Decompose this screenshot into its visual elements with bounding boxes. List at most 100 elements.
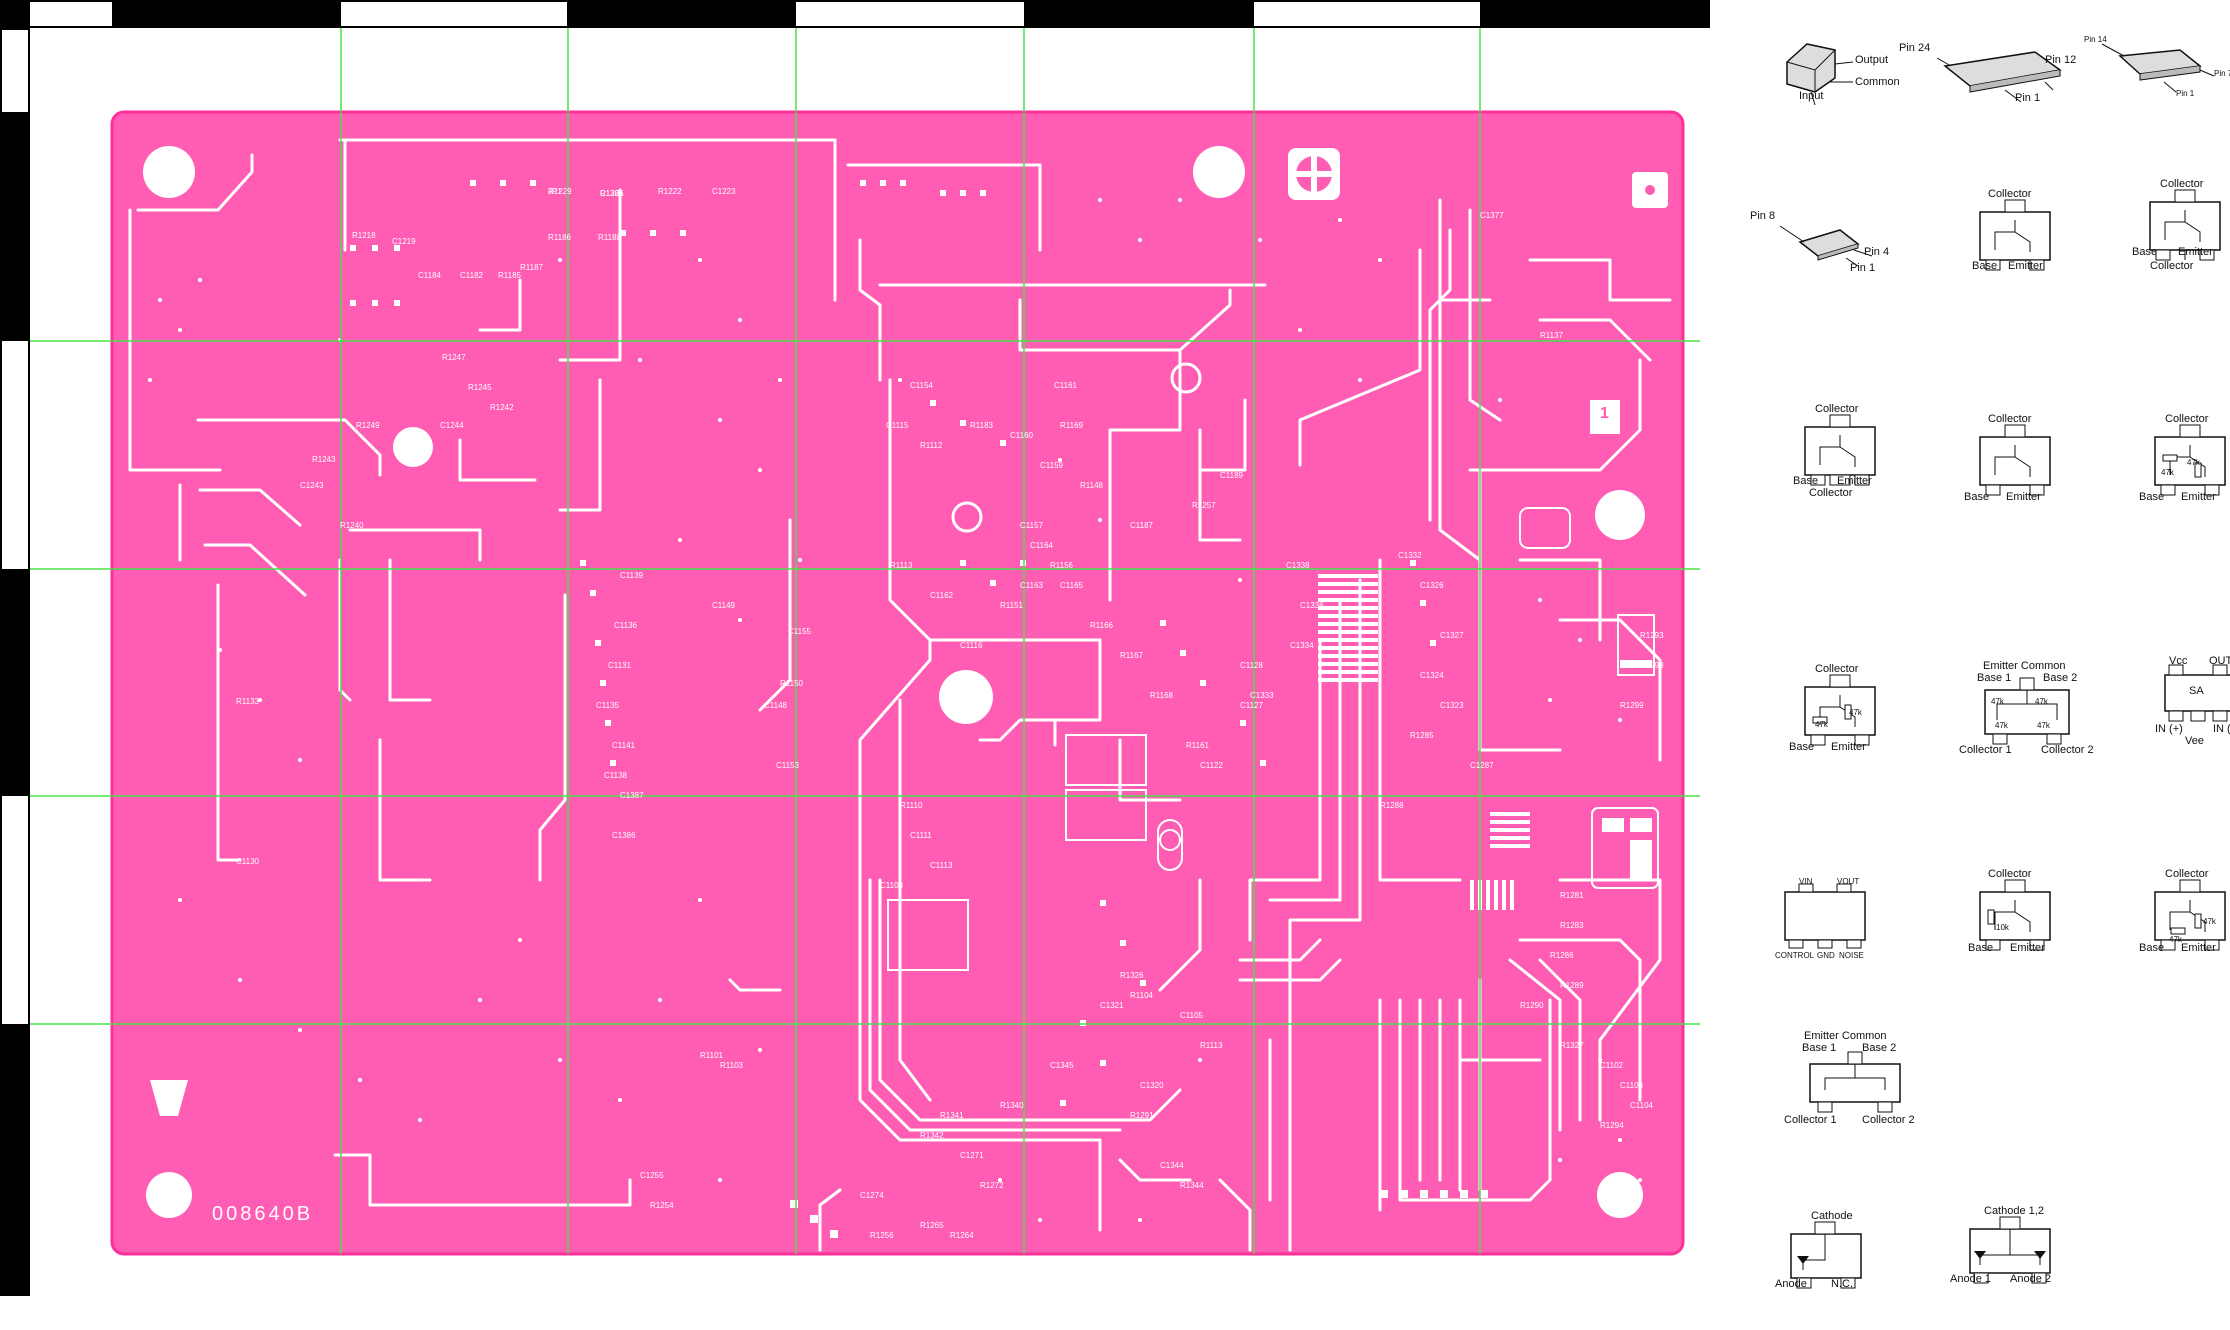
legend-ldo-label-c: CONTROL: [1775, 951, 1815, 960]
component-ref-label: C1159: [1040, 461, 1063, 470]
component-ref-label: R1133: [236, 697, 259, 706]
component-ref-label: R1185: [498, 271, 521, 280]
component-ref-label: R1222: [658, 187, 682, 196]
component-ref-label: C1131: [608, 661, 631, 670]
component-ref-label: R1298: [1640, 661, 1664, 670]
component-ref-label: C1321: [1100, 1001, 1124, 1010]
board-part-number: 008640B: [212, 1203, 314, 1225]
component-ref-label: C1320: [1140, 1081, 1164, 1090]
component-ref-label: R1341: [940, 1111, 964, 1120]
component-ref-label: C1154: [910, 381, 933, 390]
legend-t5-symbol: [2154, 424, 2226, 496]
component-ref-label: C1135: [596, 701, 619, 710]
component-ref-label: C1130: [236, 857, 259, 866]
legend-sa-symbol: [2164, 664, 2230, 722]
legend-ldo-label-a: VIN: [1799, 877, 1813, 886]
legend-t1-label-b: Base: [1972, 260, 1998, 272]
legend-t7-label-c: Base 2: [2043, 672, 2078, 684]
legend-t4-label-c: Emitter: [2006, 491, 2041, 503]
component-ref-label: R1290: [1520, 1001, 1544, 1010]
legend-ic24-symbol: [1936, 51, 2062, 103]
component-ref-label: C1323: [1440, 701, 1464, 710]
component-ref-label: R1256: [870, 1231, 894, 1240]
legend-t4-label-b: Base: [1964, 491, 1990, 503]
legend-d1-label-b: Anode: [1775, 1278, 1807, 1290]
legend-ic24-label-a: Pin 24: [1899, 42, 1931, 54]
legend-t3-label-a: Collector: [1815, 403, 1859, 415]
component-ref-label: C1136: [614, 621, 637, 630]
legend-t7-label-r1: 47k: [1991, 697, 2004, 706]
pcb-board: [30, 28, 1700, 1256]
legend-t10-symbol: [1809, 1051, 1901, 1113]
legend-t1-label-a: Collector: [1988, 188, 2032, 200]
component-ref-label: R1104: [1130, 991, 1153, 1000]
component-ref-label: C1104: [1630, 1101, 1653, 1110]
legend-t1-symbol: [1979, 199, 2051, 271]
component-ref-label: R1218: [352, 231, 376, 240]
legend-d1-symbol: [1790, 1221, 1862, 1289]
component-ref-label: C1219: [392, 237, 416, 246]
component-ref-label: C1271: [960, 1151, 984, 1160]
legend-t6-label-b: Base: [1789, 741, 1815, 753]
legend-sa-label-b: OUT: [2209, 655, 2230, 667]
legend-d1-label-a: Cathode: [1811, 1210, 1853, 1222]
legend-t5-label-r1: 47k: [2187, 458, 2200, 467]
legend-sa-label-d: IN (+): [2155, 723, 2183, 735]
component-ref-label: R1249: [356, 421, 380, 430]
legend-ldo-label-b: VOUT: [1837, 877, 1860, 886]
legend-t9-label-r2: 47k: [2169, 935, 2182, 944]
legend-t7-label-r2: 47k: [2035, 697, 2048, 706]
legend-t2-label-c: Emitter: [2178, 246, 2213, 258]
component-ref-label: R1288: [1380, 801, 1404, 810]
legend-reg-label-b: Common: [1855, 76, 1900, 88]
component-ref-label: R1299: [1620, 701, 1644, 710]
legend-t7-label-r3: 47k: [1995, 721, 2008, 730]
legend-t1-label-c: Emitter: [2008, 260, 2043, 272]
legend-d2-label-a: Cathode 1,2: [1984, 1205, 2044, 1217]
legend-reg-symbol: [1786, 43, 1854, 106]
component-ref-label: C1338: [1286, 561, 1310, 570]
legend-t6-symbol: [1804, 674, 1876, 746]
legend-t8-label-c: Emitter: [2010, 942, 2045, 954]
legend-t3-label-d: Collector: [1809, 487, 1853, 499]
legend-ic24-label-b: Pin 12: [2045, 54, 2077, 66]
component-ref-label: R1245: [468, 383, 492, 392]
legend-d1-label-c: N.C.: [1831, 1278, 1853, 1290]
component-ref-label: C1162: [930, 591, 953, 600]
legend-sa-label-c: SA: [2189, 685, 2204, 697]
legend-reg-label-a: Output: [1855, 54, 1889, 66]
legend-ic8-label-b: Pin 4: [1864, 246, 1890, 258]
component-ref-label: R1286: [1550, 951, 1574, 960]
component-ref-label: R1265: [920, 1221, 944, 1230]
component-ref-label: R1289: [1560, 981, 1584, 990]
component-ref-label: C1141: [612, 741, 635, 750]
legend-t10-label-d: Collector 1: [1784, 1114, 1837, 1126]
legend-t10-label-a: Emitter Common: [1804, 1030, 1887, 1042]
component-ref-label: R1281: [1560, 891, 1584, 900]
legend-t8-symbol: [1979, 879, 2051, 951]
component-ref-label: C1163: [1020, 581, 1043, 590]
legend-t8-label-b: Base: [1968, 942, 1994, 954]
legend-t9-label-b: Base: [2139, 942, 2165, 954]
component-ref-label: R1340: [1000, 1101, 1024, 1110]
component-ref-label: C1244: [440, 421, 464, 430]
component-ref-label: R1272: [980, 1181, 1004, 1190]
component-ref-label: R1242: [490, 403, 514, 412]
top-ruler: [0, 0, 1710, 1296]
legend-sa-label-e: IN (-): [2213, 723, 2230, 735]
legend-t9-label-r1: 47k: [2203, 917, 2216, 926]
component-ref-label: C1184: [418, 271, 441, 280]
component-ref-label: R1112: [920, 441, 943, 450]
legend-t9-symbol: [2154, 879, 2226, 951]
legend-t2-label-a: Collector: [2160, 178, 2204, 190]
component-ref-label: R1113: [1200, 1041, 1223, 1050]
component-ref-label: R1361: [600, 189, 624, 198]
component-ref-label: C1223: [712, 187, 736, 196]
